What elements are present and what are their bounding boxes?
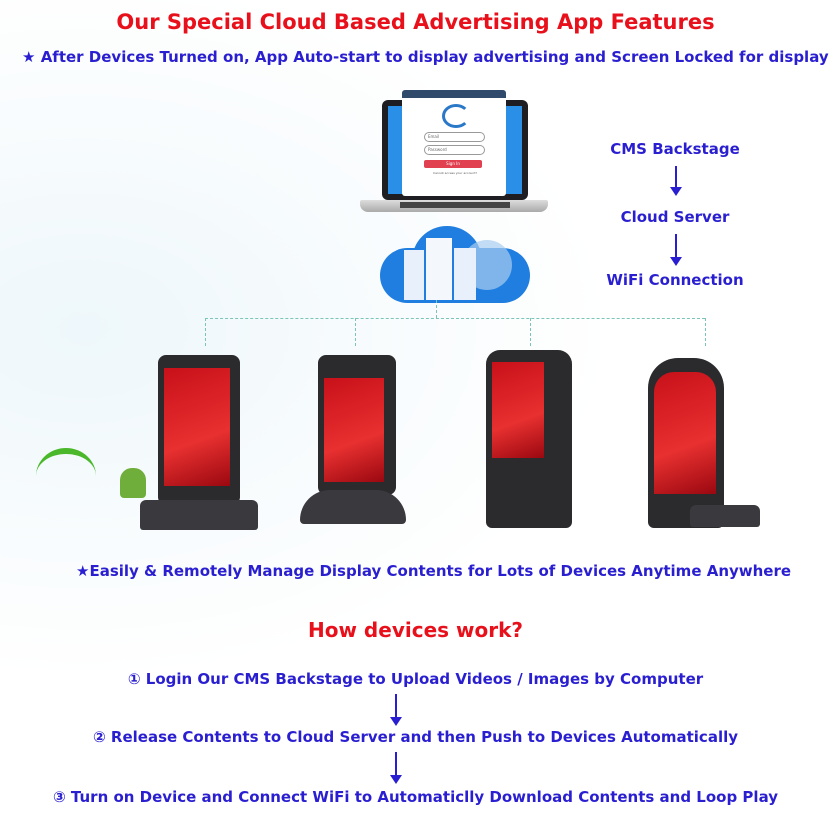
network-line — [205, 318, 705, 319]
network-line — [355, 318, 356, 346]
step-text: Turn on Device and Connect WiFi to Autom… — [70, 788, 779, 806]
network-line — [205, 318, 206, 346]
step-text: Release Contents to Cloud Server and the… — [110, 728, 739, 746]
manage-text-label: Easily & Remotely Manage Display Content… — [89, 562, 792, 580]
arrow-down-icon — [670, 234, 682, 266]
password-field[interactable]: Password — [424, 145, 485, 155]
logo-icon — [442, 104, 470, 128]
email-field[interactable]: Email — [424, 132, 485, 142]
step-number: ② — [92, 728, 106, 746]
network-line — [705, 318, 706, 346]
manage-text: ★Easily & Remotely Manage Display Conten… — [76, 562, 791, 580]
step-1: ① Login Our CMS Backstage to Upload Vide… — [0, 670, 831, 688]
step-2: ② Release Contents to Cloud Server and t… — [0, 728, 831, 746]
subtitle: ★ After Devices Turned on, App Auto-star… — [22, 48, 829, 66]
flow-cms-backstage: CMS Backstage — [610, 140, 740, 158]
step-text: Login Our CMS Backstage to Upload Videos… — [145, 670, 704, 688]
star-icon: ★ — [22, 48, 36, 66]
step-3: ③ Turn on Device and Connect WiFi to Aut… — [0, 788, 831, 806]
arrow-down-icon — [670, 166, 682, 196]
network-line — [436, 300, 437, 318]
arrow-down-icon — [390, 752, 402, 784]
step-number: ③ — [52, 788, 66, 806]
network-line — [530, 318, 531, 346]
android-icon — [120, 468, 146, 498]
page-title: Our Special Cloud Based Advertising App … — [116, 10, 715, 34]
help-link[interactable]: Cannot access your account? — [432, 171, 477, 175]
flow-cloud-server: Cloud Server — [620, 208, 730, 226]
arrow-down-icon — [390, 694, 402, 726]
how-title: How devices work? — [308, 618, 523, 642]
laptop-illustration: Email Password Sign In Cannot access you… — [360, 90, 548, 220]
sign-in-button[interactable]: Sign In — [424, 160, 482, 168]
step-number: ① — [127, 670, 141, 688]
star-icon: ★ — [76, 562, 90, 580]
subtitle-text: After Devices Turned on, App Auto-start … — [40, 48, 829, 66]
wifi-icon — [36, 448, 96, 504]
login-window: Email Password Sign In Cannot access you… — [402, 90, 506, 196]
cloud-server-icon — [372, 218, 532, 308]
flow-wifi-connection: WiFi Connection — [606, 271, 744, 289]
